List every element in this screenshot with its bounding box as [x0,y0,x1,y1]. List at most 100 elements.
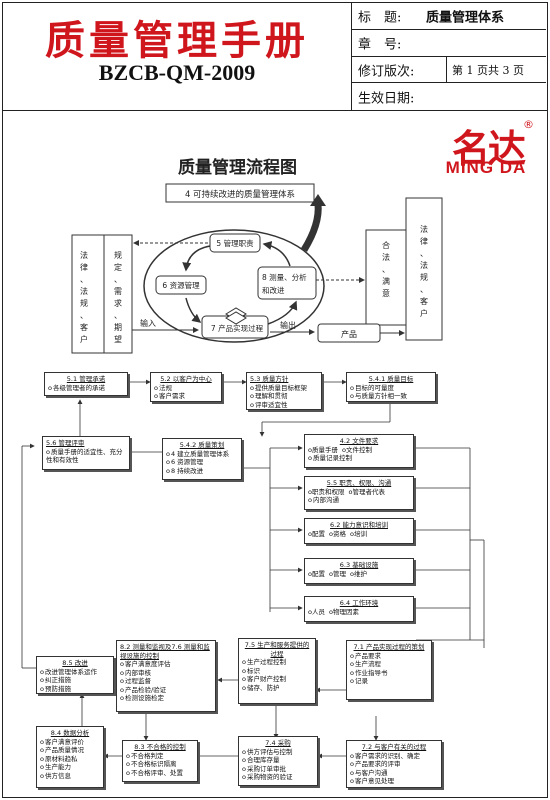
box-5-2-item-2: 客户需求 [154,392,218,401]
box-8-2-item-3: 过程监督 [120,677,212,686]
box-7-5-item-1: 生产过程控制 [242,658,312,667]
box-5-6-title: 5.6 管理评审 [46,439,85,447]
title-value: 质量管理体系 [426,10,505,25]
box-6-3-item-2: 管理 [329,570,346,578]
box-5-5-item-1: 职责和权限 [308,488,344,496]
box-7-4-item-4: 采购物资的验证 [242,773,314,782]
box-7-5-title: 7.5 生产和服务提供的过程 [244,641,310,658]
effective-row: 生效日期: [352,83,546,110]
box-8-3-item-2: 不合格标识隔离 [126,760,194,769]
box-5-6-management-review: 5.6 管理评审 质量手册的适宜性、充分性和有效性 [42,436,130,470]
left-col-2-text: 规定、需求、期望 [114,250,122,344]
box-5-1-title: 5.1 管理承诺 [66,375,106,383]
chapter-row: 章 号: [352,30,546,57]
box-5-3-item-2: 理解和贯彻 [250,392,318,401]
box-7-1-realization-planning: 7.1 产品实现过程的策划 产品要求 生产流程 作业指导书 记录 [346,640,432,700]
title-label: 标 题: [358,10,402,25]
box-8-4-data-analysis: 8.4 数据分析 客户满意评价 产品质量情况 原材料趋私 生产能力 供方信息 [36,726,104,788]
box-8-2-item-4: 产品检验/验证 [120,686,212,695]
box-5-5-title: 5.5 职责、权限、沟通 [326,479,392,487]
box-6-4-title: 6.4 工作环境 [339,599,379,607]
right-col-1-text: 合法、满意 [382,240,390,298]
box-4-2-item-1: 质量手册 [308,446,338,454]
box-5-4-1-item-2: 与质量方针相一致 [350,392,432,401]
box-4-2-title: 4.2 文件要求 [339,437,379,445]
page-info: 第 1 页共 3 页 [452,63,524,77]
box-5-3-item-3: 评审适宜性 [250,401,318,410]
title-row: 标 题: 质量管理体系 [352,2,546,30]
box-6-4-item-1: 人员 [308,608,325,616]
box-6-3-row: 配置管理维护 [308,570,410,579]
left-requirement-column [71,234,105,354]
box-5-3-quality-policy: 5.3 质量方针 提供质量目标框架 理解和贯彻 评审适宜性 [246,372,322,410]
node-5-label: 5 管理职责 [216,238,254,248]
box-8-5-title: 8.5 改进 [62,659,88,667]
box-8-5-item-2: 纠正措施 [40,676,110,685]
box-5-3-item-1: 提供质量目标框架 [250,384,318,393]
box-8-3-title: 8.3 不合格的控制 [134,743,186,751]
box-6-3-item-1: 配置 [308,570,325,578]
box-8-4-item-2: 产品质量情况 [40,746,100,755]
box-5-5-responsibility-authority: 5.5 职责、权限、沟通 职责和权限管理者代表 内部沟通 [304,476,414,510]
box-8-4-item-1: 客户满意评价 [40,738,100,747]
arrow-5-to-6 [182,245,211,272]
flow-connectors [21,379,485,759]
box-6-2-row: 配置资格培训 [308,530,410,539]
node-management-responsibility [209,233,261,253]
box-5-2-customer-focus: 5.2 以客户为中心 法规 客户需求 [150,372,222,402]
box-6-3-item-3: 维护 [350,570,367,578]
box-5-4-2-item-2: 6 资源管理 [166,458,238,467]
box-6-4-row: 人员物理因素 [308,608,410,617]
box-7-1-item-4: 记录 [350,677,428,686]
box-8-4-item-4: 生产能力 [40,763,100,772]
box-5-4-2-item-1: 4 建立质量管理体系 [166,450,238,459]
box-6-2-item-2: 资格 [329,530,346,538]
arrow-7-to-8 [267,300,298,325]
box-4-2-document-requirements: 4.2 文件要求 质量手册文件控制 质量记录控制 [304,434,414,468]
header-brand-cell: 质量管理手册 BZCB-QM-2009 [2,2,352,110]
box-7-2-item-4: 客户意见处理 [350,777,438,786]
box-8-3-nonconformity-control: 8.3 不合格的控制 不合格判定 不合格标识隔离 不合格评审、处置 [122,740,198,782]
box-7-2-customer-processes: 7.2 与客户有关的过程 客户需求的识别、确定 产品要求的评审 与客户沟通 客户… [346,740,442,788]
box-7-2-item-1: 客户需求的识别、确定 [350,752,438,761]
logo-english: MING DA [445,158,527,177]
box-8-2-item-1: 客户满意度评估 [120,660,212,669]
box-8-2-title: 8.2 测量和监视及7.6 测量和监视设施的控制 [120,643,210,660]
box-8-2-measurement-monitoring: 8.2 测量和监视及7.6 测量和监视设施的控制 客户满意度评估 内部审核 过程… [116,640,216,712]
box-8-5-item-1: 改进管理体系运作 [40,668,110,677]
box-6-2-title: 6.2 能力意识和培训 [330,521,388,529]
box-7-2-title: 7.2 与客户有关的过程 [361,743,427,751]
revision-divider [446,57,447,83]
box-5-5-item-3: 内部沟通 [308,496,410,505]
box-6-3-infrastructure: 6.3 基础设施 配置管理维护 [304,558,414,584]
box-7-5-item-4: 储存、防护 [242,684,312,693]
box-5-2-title: 5.2 以客户为中心 [160,375,212,383]
box-8-4-item-3: 原材料趋私 [40,755,100,764]
box-7-4-item-2: 合理库存量 [242,756,314,765]
box-5-4-1-quality-objectives: 5.4.1 质量目标 目标的可量度 与质量方针相一致 [346,372,436,402]
box-5-4-1-title: 5.4.1 质量目标 [368,375,414,383]
box-6-2-item-3: 培训 [350,530,367,538]
box-4-2-row-1: 质量手册文件控制 [308,446,410,455]
input-label: 输入 [140,318,156,328]
arrow-8-to-5 [262,241,291,267]
node-resource-management [155,275,207,295]
box-7-4-purchasing: 7.4 采购 供方评估与控制 合理库存量 采购订单审批 采购物资的验证 [238,736,318,786]
document-header: 质量管理手册 BZCB-QM-2009 [2,2,548,110]
box-5-4-2-quality-planning: 5.4.2 质量策划 4 建立质量管理体系 6 资源管理 8 持续改进 [162,438,242,480]
box-7-2-item-2: 产品要求的评审 [350,760,438,769]
box-5-5-row-1: 职责和权限管理者代表 [308,488,410,497]
box-7-1-item-2: 生产流程 [350,660,428,669]
company-logo: 名达 ® MING DA [436,118,536,180]
improvement-arrowhead [310,194,326,206]
box-5-2-item-1: 法规 [154,384,218,393]
left-expectation-column [103,234,133,354]
flowchart-title: 质量管理流程图 [178,158,297,178]
box-8-2-item-2: 内部审核 [120,669,212,678]
box-5-4-2-item-3: 8 持续改进 [166,467,238,476]
chapter-label: 章 号: [358,37,402,53]
box-8-4-item-5: 供方信息 [40,772,100,781]
box-4-2-item-3: 质量记录控制 [308,454,410,463]
box-8-3-item-3: 不合格评审、处置 [126,769,194,778]
